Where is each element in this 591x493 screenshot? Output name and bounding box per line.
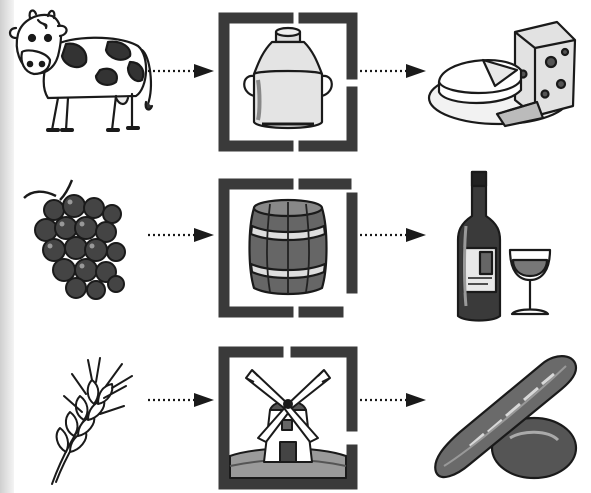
barrel-frame: [218, 178, 358, 318]
windmill-icon: [230, 370, 346, 478]
arrow-windmill-to-bread: [358, 391, 428, 409]
milk-churn-icon: [244, 28, 332, 128]
windmill-frame: [218, 346, 358, 490]
cheese-icon: [425, 14, 587, 132]
grapes-icon: [20, 176, 140, 308]
arrow-wheat-to-windmill: [146, 391, 216, 409]
arrow-churn-to-cheese: [358, 62, 428, 80]
cow-icon: [8, 6, 156, 134]
bread-icon: [430, 350, 580, 486]
arrow-barrel-to-wine: [358, 226, 428, 244]
wheat-icon: [36, 356, 136, 488]
arrow-grapes-to-barrel: [146, 226, 216, 244]
wine-bottle-and-glass-icon: [452, 166, 562, 324]
arrow-cow-to-churn: [146, 62, 216, 80]
milk-churn-frame: [218, 12, 358, 152]
barrel-icon: [250, 200, 327, 294]
